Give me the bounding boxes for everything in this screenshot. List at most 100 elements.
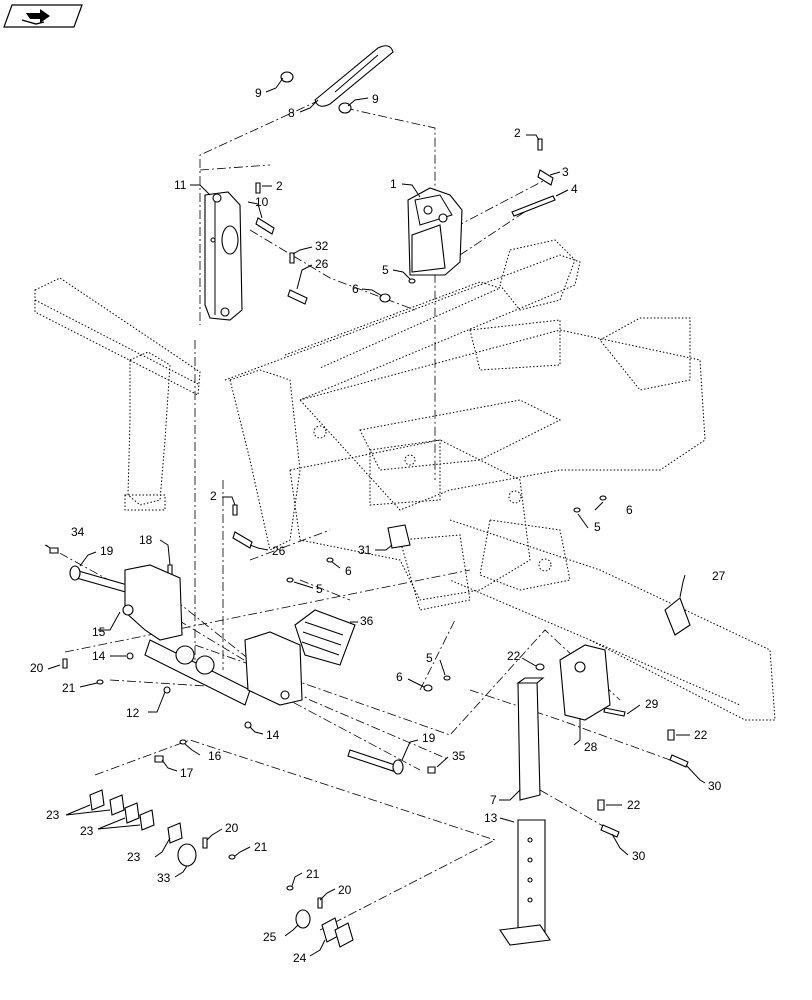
label-36: 36 (360, 614, 374, 628)
label-23b: 23 (80, 824, 94, 838)
bolt-6b (599, 495, 607, 501)
bolt-17 (154, 755, 164, 763)
link-bar-8 (314, 45, 394, 107)
bolt-21a (96, 679, 104, 685)
label-33: 33 (157, 871, 171, 885)
label-5a: 5 (382, 263, 389, 277)
label-22b: 22 (694, 728, 708, 742)
label-2b: 2 (276, 179, 283, 193)
bolt-35 (427, 766, 436, 774)
nut-22a (535, 663, 545, 671)
jack-7 (516, 677, 545, 801)
bolt-6c (326, 557, 334, 563)
bolt-5d (443, 675, 451, 681)
cylinder-12 (144, 639, 251, 706)
label-19b: 19 (422, 731, 436, 745)
label-5c: 5 (316, 582, 323, 596)
label-35: 35 (452, 749, 466, 763)
label-8: 8 (288, 106, 295, 120)
label-9a: 9 (255, 86, 262, 100)
label-14a: 14 (92, 649, 106, 663)
label-18: 18 (139, 533, 153, 547)
label-20a: 20 (30, 661, 44, 675)
label-25: 25 (263, 930, 277, 944)
label-11: 11 (174, 178, 187, 192)
bolt-34 (49, 547, 59, 554)
label-17: 17 (180, 766, 194, 780)
label-34: 34 (71, 525, 85, 539)
pin-20b (202, 837, 208, 849)
bushing-9a (280, 71, 294, 83)
pin-16 (179, 739, 187, 745)
bolt-4 (511, 195, 556, 217)
label-19a: 19 (100, 544, 114, 558)
bracket-23b (109, 794, 125, 816)
nut-6d (423, 684, 433, 692)
label-31: 31 (358, 543, 372, 557)
mount-plate-right (244, 631, 303, 706)
label-21b: 21 (254, 840, 268, 854)
label-9b: 9 (372, 92, 379, 106)
mount-plate-15 (122, 564, 183, 641)
label-32: 32 (315, 239, 329, 253)
label-20b: 20 (225, 821, 239, 835)
bolt-14a (126, 652, 134, 660)
label-28: 28 (584, 740, 598, 754)
label-14b: 14 (266, 728, 280, 742)
pin-30b (600, 824, 620, 838)
pin-20c (317, 897, 323, 909)
label-10: 10 (255, 195, 269, 209)
bracket-23a (89, 789, 105, 811)
ubolt-27 (664, 597, 691, 636)
label-23a: 23 (46, 808, 60, 822)
book-arrow-icon[interactable] (3, 4, 83, 28)
label-6d: 6 (396, 670, 403, 684)
leader-lines (45, 77, 706, 957)
roller-33 (177, 843, 197, 867)
pin-22b (667, 729, 675, 741)
hitch-bracket-1 (407, 187, 463, 276)
label-2c: 2 (210, 489, 217, 503)
label-26b: 26 (272, 544, 286, 558)
label-24: 24 (293, 951, 307, 965)
label-6b: 6 (626, 503, 633, 517)
bolt-14b (244, 721, 252, 729)
part-labels: 9 8 9 2 3 11 2 10 1 4 32 26 5 6 2 6 5 34… (30, 86, 726, 965)
label-30b: 30 (632, 849, 646, 863)
pin-20a (62, 658, 68, 669)
pin-26a (287, 289, 308, 305)
bolt-5a (408, 278, 416, 284)
label-21a: 21 (62, 681, 76, 695)
label-23c: 23 (127, 850, 141, 864)
label-4: 4 (571, 182, 578, 196)
label-6a: 6 (352, 282, 359, 296)
bolt-21b (228, 854, 236, 860)
pin-22c (597, 799, 605, 811)
label-13: 13 (484, 811, 498, 825)
bolt-29 (603, 707, 626, 717)
pin-30a (669, 754, 689, 768)
assembly-lines (44, 99, 671, 931)
label-16: 16 (208, 749, 222, 763)
label-15: 15 (92, 625, 106, 639)
pin-2c (232, 504, 238, 516)
label-27: 27 (712, 569, 726, 583)
label-5b: 5 (594, 520, 601, 534)
label-29: 29 (645, 697, 659, 711)
pin-10 (255, 217, 275, 235)
label-21c: 21 (306, 867, 320, 881)
main-frame (34, 239, 776, 721)
bracket-23e (167, 822, 183, 844)
bolt-5c (286, 577, 294, 583)
bracket-31 (387, 524, 411, 549)
bracket-23c (124, 802, 140, 824)
pin-26b (232, 531, 253, 549)
pin-2b (255, 182, 261, 194)
label-6c: 6 (345, 564, 352, 578)
label-22a: 22 (507, 649, 521, 663)
nut-6a (379, 293, 391, 303)
label-3: 3 (562, 165, 569, 179)
pin-2a (537, 138, 543, 151)
label-26a: 26 (315, 257, 329, 271)
